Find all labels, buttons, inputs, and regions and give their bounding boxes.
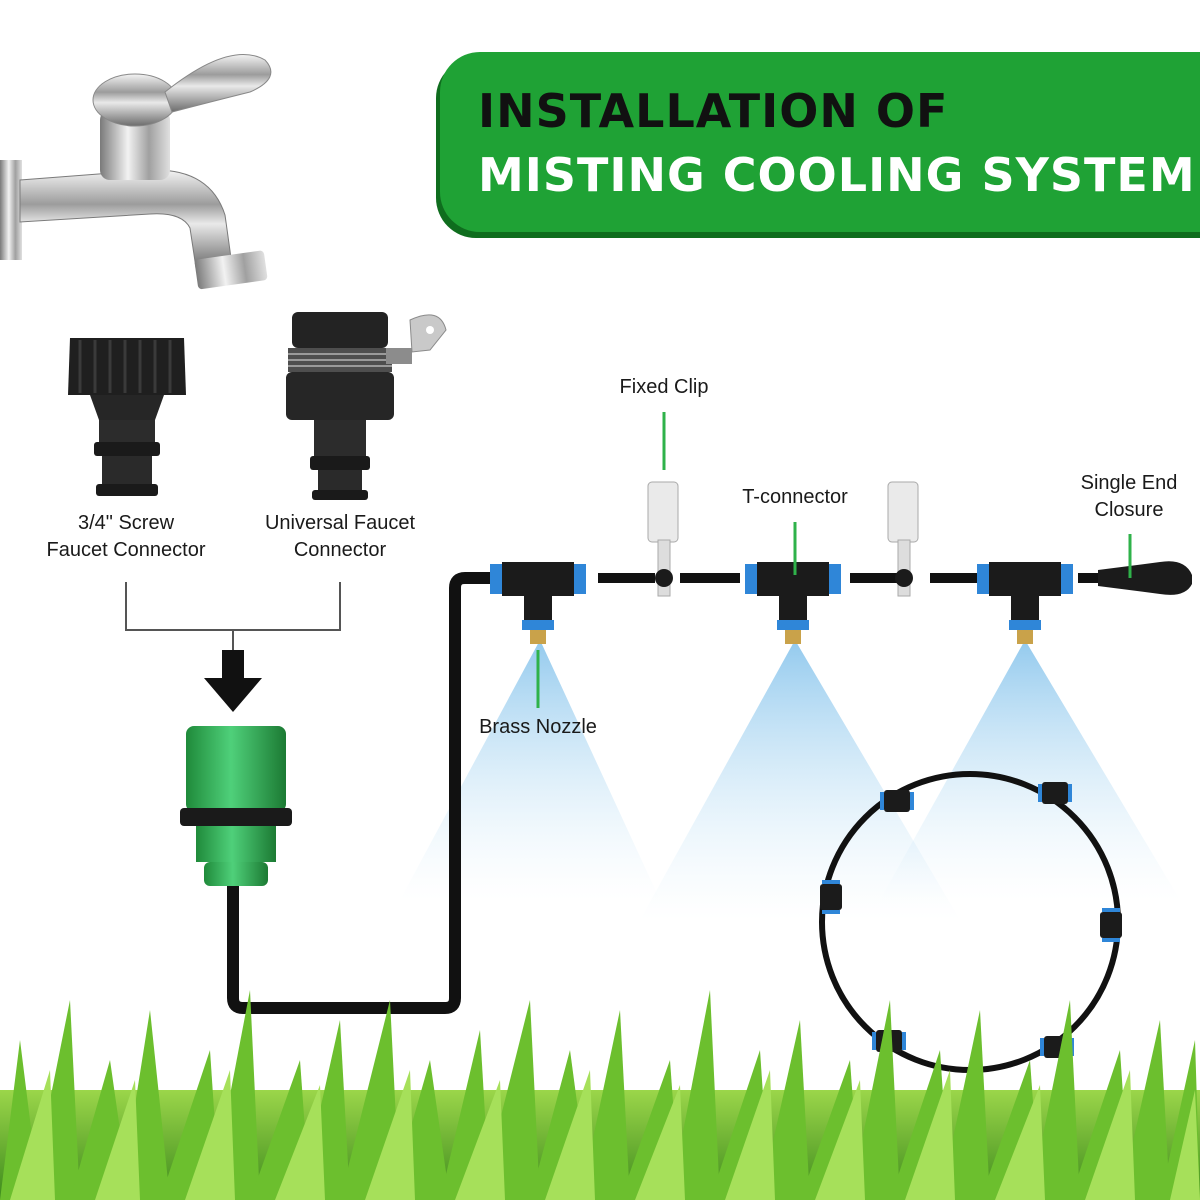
title-line-2: MISTING COOLING SYSTEM: [478, 148, 1196, 202]
screw-connector-icon: [68, 338, 186, 496]
down-arrow-icon: [204, 650, 262, 712]
end-closure-label: Single End Closure: [1080, 472, 1178, 521]
brass-nozzle-label: Brass Nozzle: [479, 716, 597, 738]
end-closure-icon: [1098, 561, 1192, 595]
universal-connector-icon: [286, 312, 447, 500]
title-line-1: INSTALLATION OF: [478, 84, 949, 138]
leader-lines: [536, 412, 1132, 708]
t-connector-label: T-connector: [742, 486, 848, 508]
quick-connector-icon: [180, 726, 292, 886]
fixed-clip-label: Fixed Clip: [619, 376, 709, 398]
grass-icon: [0, 990, 1200, 1200]
screw-connector-label: 3/4" Screw Faucet Connector: [46, 512, 206, 561]
mist-sprays: [400, 640, 1180, 920]
t-connector-icon: [490, 562, 1073, 644]
faucet-icon: [0, 53, 272, 290]
universal-connector-label: Universal Faucet Connector: [264, 512, 416, 561]
title-banner: [440, 52, 1200, 232]
connector-bracket: [125, 582, 341, 650]
fixed-clip-icon: [647, 481, 919, 597]
